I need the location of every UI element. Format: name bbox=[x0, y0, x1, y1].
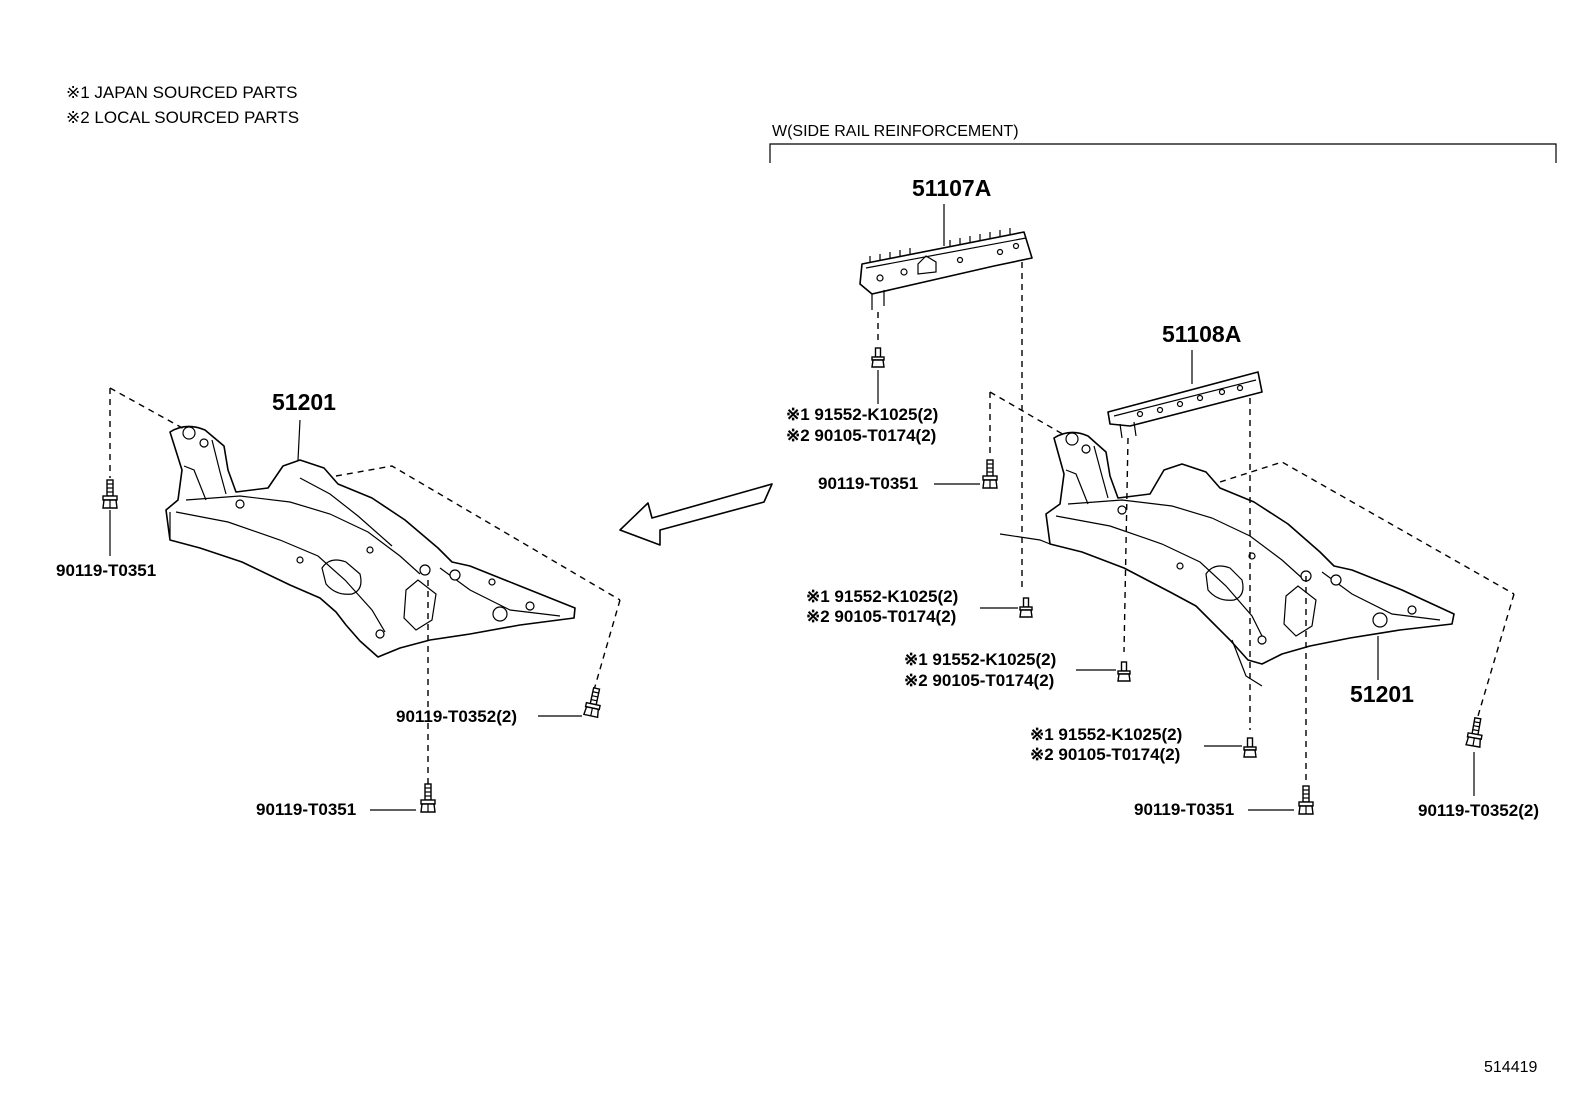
bolt-icon bbox=[1243, 737, 1257, 758]
bolt-icon bbox=[982, 459, 998, 489]
left-bolt-front-center-label: 90119-T0351 bbox=[256, 800, 356, 819]
bolt-icon bbox=[1019, 597, 1033, 618]
reinforcement-51108A-label: 51108A bbox=[1162, 321, 1241, 347]
left-bolt-rear-label: 90119-T0351 bbox=[56, 561, 156, 580]
right-crossmember bbox=[999, 431, 1455, 687]
bolt-icon bbox=[420, 783, 436, 813]
left-crossmember bbox=[165, 425, 576, 658]
screw-a-label-2: ※2 90105-T0174(2) bbox=[786, 426, 936, 445]
screw-c-label-1: ※1 91552-K1025(2) bbox=[904, 650, 1056, 669]
variant-bracket-label: W(SIDE RAIL REINFORCEMENT) bbox=[772, 123, 1019, 140]
bolt-icon bbox=[1298, 785, 1314, 815]
screw-a-label-1: ※1 91552-K1025(2) bbox=[786, 405, 938, 424]
bolt-icon bbox=[1465, 716, 1486, 748]
screw-b-label-2: ※2 90105-T0174(2) bbox=[806, 607, 956, 626]
right-bolt-front-center-label: 90119-T0351 bbox=[1134, 800, 1234, 819]
screw-b-label-1: ※1 91552-K1025(2) bbox=[806, 587, 958, 606]
figure-number: 514419 bbox=[1484, 1059, 1537, 1076]
screw-d-label-1: ※1 91552-K1025(2) bbox=[1030, 725, 1182, 744]
bolt-icon bbox=[583, 686, 605, 719]
left-bolt-front-right-label: 90119-T0352(2) bbox=[396, 707, 517, 726]
variant-bracket-line bbox=[769, 143, 1557, 163]
right-crossmember-label: 51201 bbox=[1350, 681, 1414, 707]
screw-d-label-2: ※2 90105-T0174(2) bbox=[1030, 745, 1180, 764]
arrow-icon bbox=[619, 483, 773, 546]
right-bolt-rear-label: 90119-T0351 bbox=[818, 474, 918, 493]
legend-local-sourced: ※2 LOCAL SOURCED PARTS bbox=[66, 108, 299, 127]
reinforcement-51107A bbox=[859, 228, 1033, 310]
bolt-icon bbox=[871, 347, 885, 368]
reinforcement-51108A bbox=[1107, 371, 1263, 439]
bolt-icon bbox=[1117, 661, 1131, 682]
right-bolt-front-right-label: 90119-T0352(2) bbox=[1418, 801, 1539, 820]
bolt-icon bbox=[102, 479, 118, 509]
legend-japan-sourced: ※1 JAPAN SOURCED PARTS bbox=[66, 83, 298, 102]
left-crossmember-label: 51201 bbox=[272, 389, 336, 415]
screw-c-label-2: ※2 90105-T0174(2) bbox=[904, 671, 1054, 690]
reinforcement-51107A-label: 51107A bbox=[912, 175, 991, 201]
